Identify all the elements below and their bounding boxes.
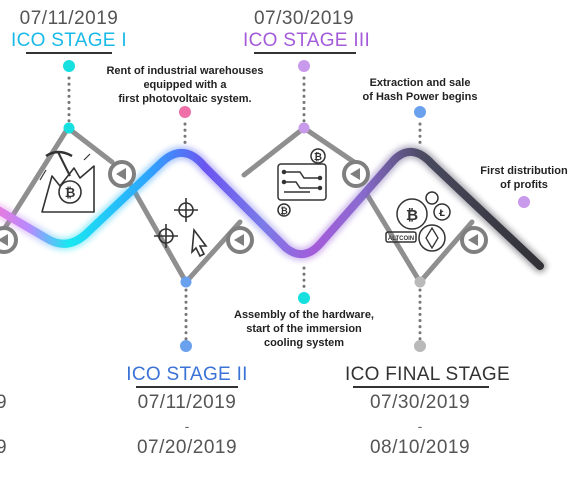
note-assembly-line-2: start of the immersion bbox=[246, 323, 362, 335]
altcoin-coins-icon: ₿ Ł ALTCOIN bbox=[385, 191, 451, 252]
dot-warehouses bbox=[179, 106, 191, 118]
stage3-underline bbox=[254, 52, 356, 54]
svg-text:Ł: Ł bbox=[438, 209, 445, 219]
stage2-date-end: 07/20/2019 bbox=[136, 437, 238, 458]
dot-stage1-line bbox=[63, 122, 75, 134]
note-hashpower-line-1: Extraction and sale bbox=[369, 77, 471, 89]
left-edge-digit-top: 9 bbox=[0, 392, 8, 413]
dot-stage2-bottom bbox=[180, 340, 192, 352]
note-profits: First distribution of profits bbox=[476, 164, 572, 192]
timeline-line bbox=[0, 145, 547, 273]
arrow-button-3 bbox=[342, 160, 370, 188]
altcoin-label: ALTCOIN bbox=[388, 236, 414, 242]
final-underline bbox=[353, 386, 489, 388]
note-assembly-line-1: Assembly of the hardware, bbox=[234, 309, 374, 321]
svg-text:₿: ₿ bbox=[314, 151, 322, 163]
stage2-underline bbox=[136, 386, 238, 388]
stage1-title: ICO STAGE I bbox=[11, 30, 127, 51]
stage2-date-start: 07/11/2019 bbox=[137, 392, 237, 413]
dot-stage3-top bbox=[298, 60, 310, 72]
dot-hashpower bbox=[414, 106, 426, 118]
svg-text:₿: ₿ bbox=[406, 206, 418, 224]
dot-stage3-line bbox=[298, 122, 310, 134]
bitcoin-circuit-board-icon: ₿ ₿ bbox=[277, 148, 327, 217]
dot-assembly bbox=[298, 292, 310, 304]
target-cursor-icon bbox=[154, 198, 208, 258]
stage3-date: 07/30/2019 bbox=[253, 8, 355, 29]
left-edge-digit-bottom: 9 bbox=[0, 437, 8, 458]
note-warehouses-line-1: Rent of industrial warehouses bbox=[106, 65, 264, 77]
bitcoin-mining-pickaxe-icon: ₿ bbox=[39, 150, 95, 213]
tile-outline-3 bbox=[241, 125, 357, 178]
stage1-underline bbox=[26, 52, 112, 54]
svg-text:₿: ₿ bbox=[280, 206, 287, 217]
dot-stage2-line bbox=[180, 276, 192, 288]
tile-outline-4 bbox=[365, 193, 475, 285]
note-assembly-line-3: cooling system bbox=[263, 337, 345, 349]
arrow-button-4 bbox=[460, 226, 488, 254]
final-date-end: 08/10/2019 bbox=[369, 437, 471, 458]
final-date-start: 07/30/2019 bbox=[369, 392, 471, 413]
stage2-title: ICO STAGE II bbox=[126, 364, 248, 385]
tile-outline-2 bbox=[125, 177, 243, 285]
arrow-button-1 bbox=[108, 160, 136, 188]
note-profits-line-2: of profits bbox=[500, 179, 548, 191]
dot-stage1-top bbox=[63, 60, 75, 72]
note-hashpower-line-2: of Hash Power begins bbox=[362, 91, 478, 103]
arrow-button-left-edge bbox=[0, 226, 18, 254]
dot-final-bottom bbox=[414, 340, 426, 352]
svg-text:₿: ₿ bbox=[65, 186, 76, 201]
final-dash: - bbox=[417, 418, 423, 434]
dot-final-line bbox=[414, 276, 426, 288]
note-profits-line-1: First distribution bbox=[480, 165, 568, 177]
note-warehouses-line-2: equipped with a bbox=[143, 79, 227, 91]
stage3-title: ICO STAGE III bbox=[243, 30, 371, 51]
stage1-date: 07/11/2019 bbox=[19, 8, 119, 29]
final-title: ICO FINAL STAGE bbox=[345, 364, 510, 385]
dot-profits bbox=[518, 196, 530, 208]
arrow-button-2 bbox=[226, 226, 254, 254]
note-hashpower: Extraction and sale of Hash Power begins bbox=[350, 76, 490, 104]
stage2-dash: - bbox=[184, 418, 190, 434]
note-warehouses: Rent of industrial warehouses equipped w… bbox=[105, 64, 265, 106]
note-warehouses-line-3: first photovoltaic system. bbox=[118, 93, 252, 105]
note-assembly: Assembly of the hardware, start of the i… bbox=[226, 308, 382, 350]
